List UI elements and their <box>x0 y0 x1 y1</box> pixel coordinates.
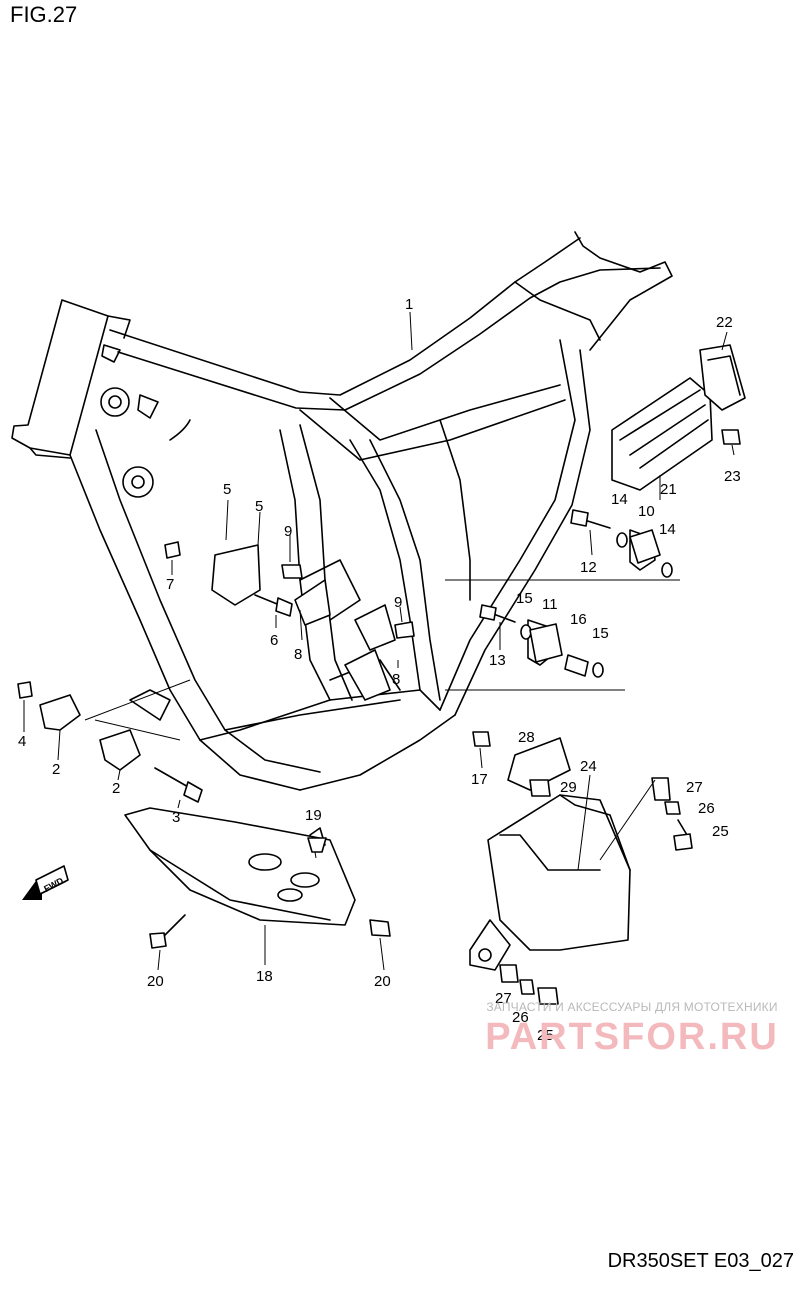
forward-direction-arrow: FWD <box>22 865 69 900</box>
part-number-labels: 1 2 2 3 4 5 5 6 7 8 8 9 9 10 11 12 13 14… <box>18 296 741 1044</box>
part-label-13: 13 <box>489 652 506 669</box>
watermark-tagline: ЗАПЧАСТИ И АКСЕССУАРЫ ДЛЯ МОТОТЕХНИКИ <box>486 1000 778 1014</box>
site-watermark: ЗАПЧАСТИ И АКСЕССУАРЫ ДЛЯ МОТОТЕХНИКИ PA… <box>482 1000 782 1059</box>
part-label-22: 22 <box>716 314 733 331</box>
part-label-9: 9 <box>394 594 402 611</box>
frame-body <box>11 231 673 791</box>
part-label-6: 6 <box>270 632 278 649</box>
part-label-26: 26 <box>512 1009 529 1026</box>
part-label-16: 16 <box>570 611 587 628</box>
part-label-15: 15 <box>516 590 533 607</box>
part-label-17: 17 <box>471 771 488 788</box>
under-cover <box>124 807 356 926</box>
part-label-27: 27 <box>686 779 703 796</box>
part-label-2: 2 <box>52 761 60 778</box>
battery-case <box>469 794 631 971</box>
tool-box <box>611 344 746 491</box>
part-label-27: 27 <box>495 990 512 1007</box>
figure-title: FIG.27 <box>10 2 78 27</box>
part-label-21: 21 <box>660 481 677 498</box>
part-label-9: 9 <box>284 523 292 540</box>
leader-lines <box>23 311 735 971</box>
part-label-20: 20 <box>147 973 164 990</box>
part-label-18: 18 <box>256 968 273 985</box>
part-label-25: 25 <box>537 1027 554 1044</box>
part-label-19: 19 <box>305 807 322 824</box>
part-label-15: 15 <box>592 625 609 642</box>
part-label-7: 7 <box>166 576 174 593</box>
part-label-20: 20 <box>374 973 391 990</box>
engine-mount-brackets <box>39 529 656 791</box>
diagram-id: DR350SET E03_027 <box>607 1250 794 1272</box>
part-label-29: 29 <box>560 779 577 796</box>
part-label-23: 23 <box>724 468 741 485</box>
part-label-3: 3 <box>172 809 180 826</box>
part-label-14: 14 <box>659 521 676 538</box>
part-label-1: 1 <box>405 296 413 313</box>
watermark-logo: PARTSFOR.RU <box>485 1016 779 1058</box>
part-label-28: 28 <box>518 729 535 746</box>
part-label-11: 11 <box>542 596 558 613</box>
part-label-26: 26 <box>698 800 715 817</box>
part-label-10: 10 <box>638 503 655 520</box>
part-label-24: 24 <box>580 758 597 775</box>
part-label-12: 12 <box>580 559 597 576</box>
part-label-4: 4 <box>18 733 26 750</box>
part-label-25: 25 <box>712 823 729 840</box>
part-label-5: 5 <box>255 498 263 515</box>
part-label-8: 8 <box>392 671 400 688</box>
part-label-2: 2 <box>112 780 120 797</box>
part-label-8: 8 <box>294 646 302 663</box>
part-label-14: 14 <box>611 491 628 508</box>
part-label-5: 5 <box>223 481 231 498</box>
fasteners <box>17 429 741 1005</box>
